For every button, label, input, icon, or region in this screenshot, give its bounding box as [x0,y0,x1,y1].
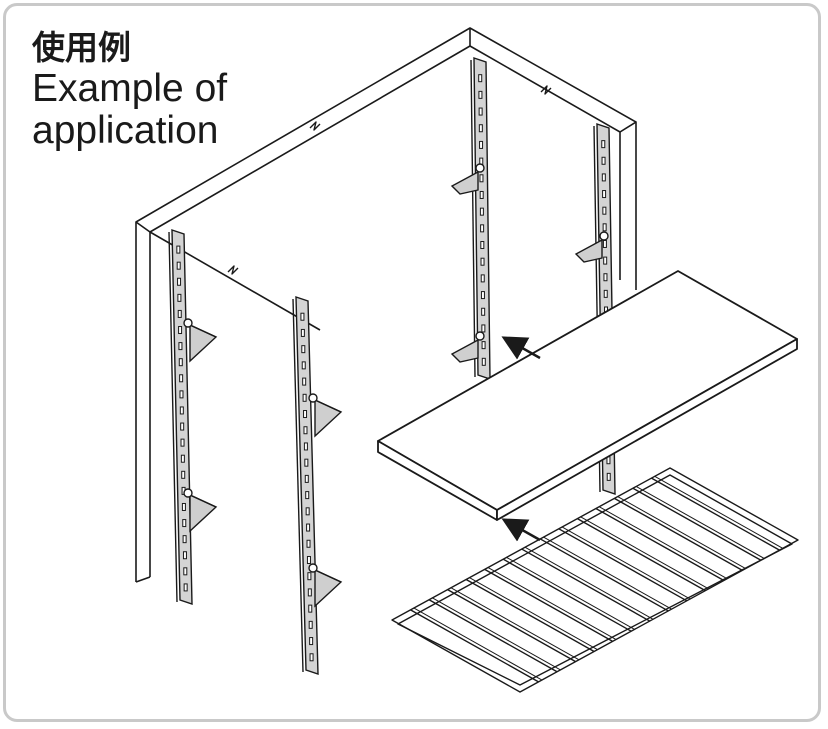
title-japanese: 使用例 [32,28,131,67]
bracket [183,318,218,363]
rack-bar [410,609,539,683]
bracket [450,163,485,195]
title-english-line2: application [32,109,219,152]
rack-bar-edge [487,566,616,640]
rack-bar [595,507,725,582]
arrow-icon [501,336,541,360]
rack-bar-edge [635,485,765,559]
rail [470,57,491,380]
rack-bar [447,588,576,663]
bracket [308,393,343,438]
rack-bar [428,599,558,673]
rack-bar-edge [450,587,579,661]
rack-bar [632,487,762,561]
rack-bar-edge [431,597,561,671]
rack-bar-edge [543,536,672,610]
rack-bar-edge [654,475,783,549]
rack-bar [484,568,614,642]
rack-bar [539,538,669,612]
bracket [183,488,218,533]
rack-frame [391,467,799,693]
rack-bar [521,548,651,622]
rack-bar [614,497,743,572]
rack-bar [465,578,595,653]
bracket [308,563,343,608]
rail [168,229,193,605]
rack-bar [576,518,706,592]
title-block: 使用例 Example of application [32,28,227,152]
bracket [574,231,609,263]
rack-bar [502,558,632,632]
rack-bar-edge [468,577,598,650]
title-english-line1: Example of [32,67,228,110]
rack-bar-edge [580,516,709,590]
rack-bar [558,528,688,602]
rack-bar-edge [413,607,542,681]
rack-bar-edge [561,526,691,600]
rail [292,296,319,675]
cabinet-walls [135,27,637,583]
shelf-board [377,270,798,521]
shelf-brackets [183,163,609,608]
arrow-icon [501,518,541,542]
rack-bar-edge [524,546,653,620]
rack-bar [651,477,780,551]
rack-frame-inner [397,474,793,686]
wire-rack [391,467,799,693]
rack-bar-edge [617,495,746,569]
bracket [450,331,485,363]
rack-bar-edge [598,506,728,579]
rack-bar-edge [505,556,635,630]
